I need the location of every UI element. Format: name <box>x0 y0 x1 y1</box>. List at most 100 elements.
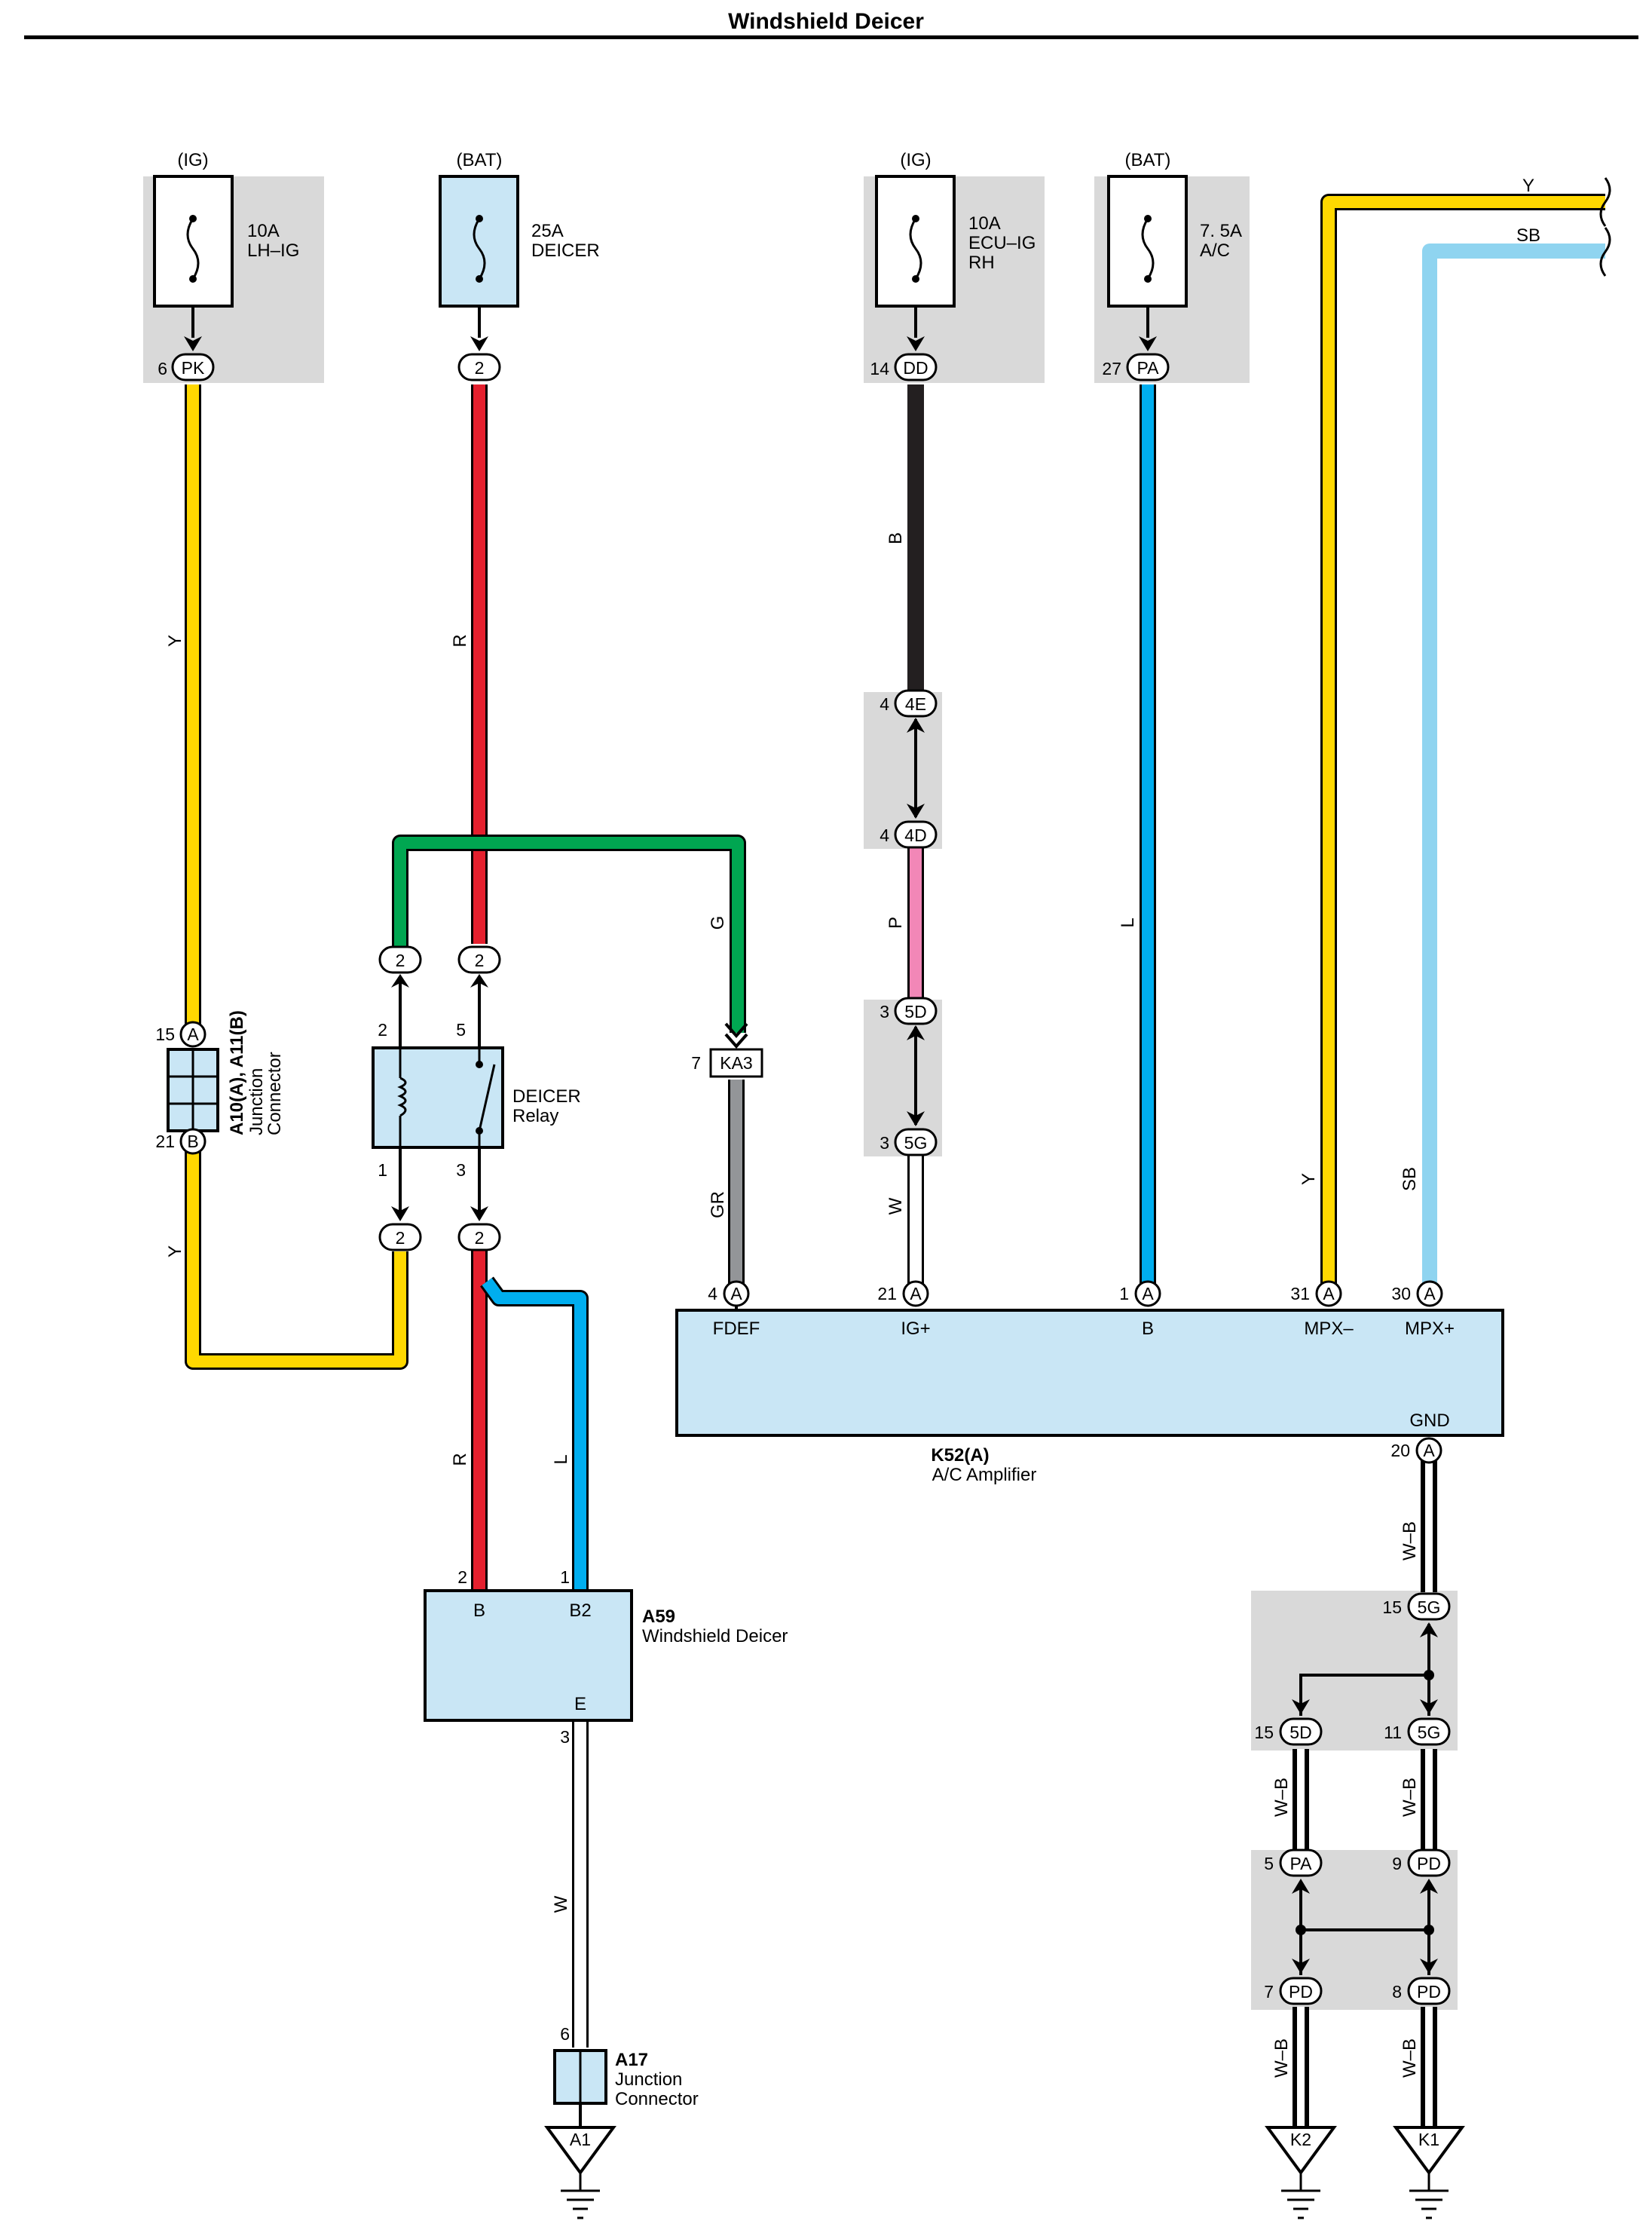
pin-number: 15 <box>1254 1723 1274 1742</box>
wire-label-sb: SB <box>1400 1167 1420 1191</box>
wire-label-w: W <box>551 1895 571 1913</box>
fuse-ac: (BAT) 7. 5A A/C 27 <box>1102 150 1242 378</box>
connector-pill <box>894 353 938 381</box>
pin-number: 31 <box>1290 1284 1310 1303</box>
connector-label: PA <box>1290 1854 1313 1873</box>
component-name: Connector <box>265 1052 285 1135</box>
wire-label-y: Y <box>165 1245 185 1257</box>
pin-number: 15 <box>1382 1597 1402 1617</box>
fuse-rating: 7. 5A <box>1200 221 1242 241</box>
wire-blue-l-lower <box>480 1276 589 1591</box>
fuse-supply: (BAT) <box>1125 150 1171 170</box>
fuse-rating: 25A <box>531 221 564 241</box>
pin-label: MPX+ <box>1405 1319 1455 1339</box>
wire-label-wb: W–B <box>1271 2038 1292 2078</box>
connector-pill <box>894 997 938 1025</box>
wire-label-w: W <box>886 1197 906 1214</box>
connector-pill <box>378 945 422 974</box>
pin-label: IG+ <box>901 1319 930 1339</box>
connector-label: A <box>910 1284 922 1303</box>
pin-number: 21 <box>877 1284 897 1303</box>
wire-yellow-right <box>1320 194 1605 1286</box>
pin-label: B <box>473 1600 485 1621</box>
pin-label: MPX– <box>1304 1319 1354 1339</box>
connector-pill <box>894 689 938 718</box>
connector-pill <box>457 353 501 381</box>
connector-label: A <box>187 1025 199 1044</box>
connector-pill <box>171 353 215 381</box>
wire-green <box>392 835 746 1033</box>
connector-label: B <box>187 1132 198 1151</box>
pin-number: 5 <box>456 1020 466 1040</box>
fuse-name: ECU–IG <box>968 233 1036 253</box>
pin-number: 1 <box>560 1567 570 1587</box>
pin-number: 6 <box>158 359 167 378</box>
wire-label-r: R <box>450 634 470 647</box>
pin-number: 30 <box>1391 1284 1411 1303</box>
ground-a1: A1 <box>544 2126 616 2219</box>
connector-label: 2 <box>475 358 485 378</box>
connector-pill <box>894 1128 938 1156</box>
pin-number: 3 <box>880 1133 889 1153</box>
connector-label: A <box>1142 1284 1154 1303</box>
connector-label: PA <box>1137 358 1160 378</box>
wire-label-wb: W–B <box>1400 1521 1420 1561</box>
wire-break-y <box>1599 177 1611 227</box>
ground-label: K2 <box>1290 2130 1311 2149</box>
pin-number: 27 <box>1102 359 1121 378</box>
connector-label: 4D <box>904 825 926 845</box>
pin-number: 4 <box>880 694 889 714</box>
fuse-supply: (IG) <box>900 150 931 170</box>
pin-label: FDEF <box>713 1319 760 1339</box>
wire-labels: Y Y R R G GR B P W L L W Y SB Y SB W–B W… <box>165 176 1540 2078</box>
pin-number: 15 <box>155 1025 175 1044</box>
windshield-deicer-a59: 2 1 B B2 E 3 A59 Windshield Deicer <box>424 1567 788 1747</box>
component-code: A10(A), A11(B) <box>227 1010 247 1135</box>
connector-label: PK <box>182 358 205 378</box>
fuse-rating: 10A <box>247 221 280 241</box>
pin-number: 4 <box>708 1284 717 1303</box>
wire-label-y: Y <box>1299 1173 1319 1185</box>
connector-label: 5D <box>1289 1723 1311 1742</box>
pin-number: 11 <box>1384 1723 1402 1742</box>
pin-number: 9 <box>1392 1854 1402 1873</box>
wire-label-r: R <box>450 1453 470 1466</box>
joint-4e-4d: 4E 4 4D 4 <box>880 689 938 849</box>
connector-pill <box>1407 1717 1451 1746</box>
connector-label: 2 <box>475 1228 485 1248</box>
fuse-name: DEICER <box>531 240 600 261</box>
component-name: Relay <box>512 1106 558 1126</box>
wire-label-y: Y <box>1522 176 1534 196</box>
fuse-name: A/C <box>1200 240 1230 261</box>
pin-number: 14 <box>870 359 889 378</box>
fuse-supply: (BAT) <box>457 150 503 170</box>
connector-pill <box>1279 1717 1323 1746</box>
ground-k2: K2 <box>1265 2126 1337 2219</box>
connector-pill <box>1126 353 1170 381</box>
fuse-name: LH–IG <box>247 240 299 261</box>
connector-ka3: KA3 7 <box>691 1022 763 1078</box>
pin-number: 2 <box>378 1020 387 1040</box>
wire-label-wb: W–B <box>1271 1778 1292 1817</box>
wire-label-p: P <box>886 917 906 929</box>
pin-number: 20 <box>1390 1441 1410 1460</box>
component-name: Windshield Deicer <box>642 1626 788 1646</box>
fuse-lh-ig: (IG) 10A LH–IG 6 <box>153 150 299 378</box>
connector-label: A <box>730 1284 742 1303</box>
connector-pill <box>1407 1977 1451 2005</box>
connector-label: A <box>1423 1441 1435 1460</box>
fuse-rating: 10A <box>968 213 1001 234</box>
connector-label: 2 <box>396 951 405 970</box>
wire-label-sb: SB <box>1516 225 1540 246</box>
title-rule <box>24 35 1638 39</box>
ac-amplifier: A 4 FDEF A 21 IG+ A 1 B A 31 MPX– A 30 M… <box>675 1280 1504 1485</box>
pin-number: 3 <box>456 1160 466 1180</box>
ground-joint-connectors: 5G 15 5D 15 5G 11 PA 5 PD 9 PD 7 PD 8 <box>1254 1592 1451 2005</box>
connector-pill <box>378 1223 422 1251</box>
connector-pill <box>457 1223 501 1251</box>
splice-dot <box>1424 1925 1434 1935</box>
connector-label: 2 <box>396 1228 405 1248</box>
wire-white-black-ground <box>1293 1449 1437 2127</box>
pin-number: 1 <box>378 1160 387 1180</box>
connector-pill <box>457 945 501 974</box>
